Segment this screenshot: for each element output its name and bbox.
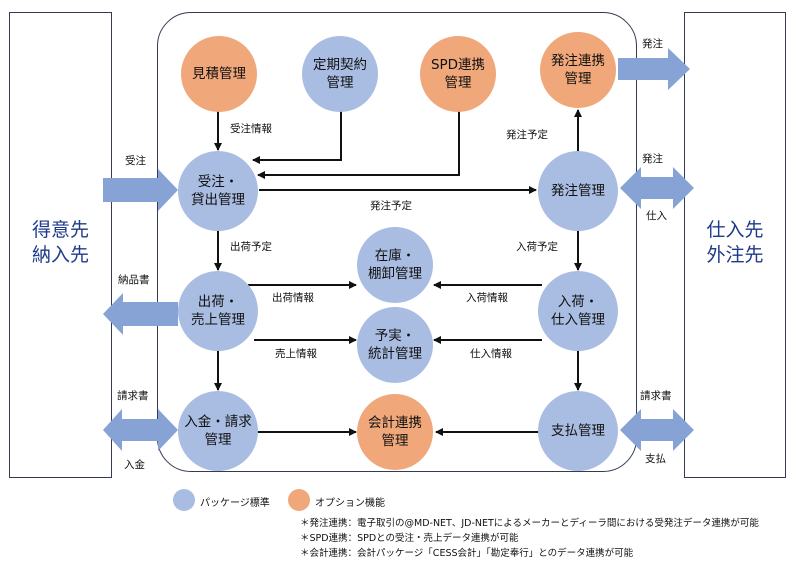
arrow-order-in xyxy=(103,169,178,211)
label-ext-po-top: 発注 xyxy=(642,38,663,50)
label-ext-order: 受注 xyxy=(125,155,146,167)
legend-option-dot xyxy=(288,489,310,511)
arrow-invoice-payment xyxy=(103,409,178,451)
label-po-plan-up: 発注予定 xyxy=(506,129,548,141)
label-ext-invoice-right: 請求書 xyxy=(640,390,672,402)
label-ship-info: 出荷情報 xyxy=(272,292,314,304)
note-accounting-link: ＊会計連携：会計パッケージ「CESS会計」「勘定奉行」とのデータ連携が可能 xyxy=(300,548,634,559)
legend-standard-dot xyxy=(173,489,195,511)
node-periodic-contract: 定期契約 管理 xyxy=(302,36,378,112)
node-order-link: 発注連携 管理 xyxy=(540,32,616,108)
label-order-info: 受注情報 xyxy=(230,123,272,135)
legend-option-label: オプション機能 xyxy=(315,498,385,509)
label-ext-payment: 支払 xyxy=(645,453,666,465)
node-budget-stats: 予実・ 統計管理 xyxy=(357,307,433,383)
label-purchase-info: 仕入情報 xyxy=(470,348,512,360)
node-purchase-order: 発注管理 xyxy=(538,151,618,231)
node-order-lending: 受注・ 貸出管理 xyxy=(178,151,258,231)
node-accounting-link: 会計連携 管理 xyxy=(357,394,433,470)
node-shipping-sales: 出荷・ 売上管理 xyxy=(178,271,258,351)
label-ext-deposit: 入金 xyxy=(124,459,145,471)
customer-box xyxy=(9,12,112,478)
note-order-link: ＊発注連携：電子取引の@MD-NET、JD-NETによるメーカーとディーラ間にお… xyxy=(300,518,759,529)
label-sales-info: 売上情報 xyxy=(275,348,317,360)
node-payment: 支払管理 xyxy=(538,391,618,471)
label-receive-info: 入荷情報 xyxy=(466,292,508,304)
label-ext-invoice-left: 請求書 xyxy=(117,390,149,402)
label-ship-plan: 出荷予定 xyxy=(230,241,272,253)
label-ext-delivery-note: 納品書 xyxy=(118,274,150,286)
label-po-plan-mid: 発注予定 xyxy=(370,200,412,212)
arrow-delivery-note-out xyxy=(103,293,178,335)
node-inventory: 在庫・ 棚卸管理 xyxy=(357,227,433,303)
customer-label: 得意先 納入先 xyxy=(31,219,89,266)
arrow-order-receipt xyxy=(620,167,694,209)
label-receive-plan: 入荷予定 xyxy=(516,241,558,253)
label-ext-purchase: 仕入 xyxy=(646,210,667,222)
supplier-label: 仕入先 外注先 xyxy=(706,219,764,266)
node-payment-billing: 入金・請求 管理 xyxy=(178,391,258,471)
legend-standard-label: パッケージ標準 xyxy=(200,498,270,509)
label-ext-po-mid: 発注 xyxy=(642,153,663,165)
arrow-invoice-payment-right xyxy=(620,409,694,451)
supplier-box xyxy=(684,12,786,478)
note-spd-link: ＊SPD連携：SPDとの受注・売上データ連携が可能 xyxy=(300,533,519,544)
node-estimate: 見積管理 xyxy=(181,36,257,112)
node-receiving-purchase: 入荷・ 仕入管理 xyxy=(538,271,618,351)
arrow-purchase-order-out xyxy=(618,48,690,90)
node-spd: SPD連携 管理 xyxy=(420,36,496,112)
